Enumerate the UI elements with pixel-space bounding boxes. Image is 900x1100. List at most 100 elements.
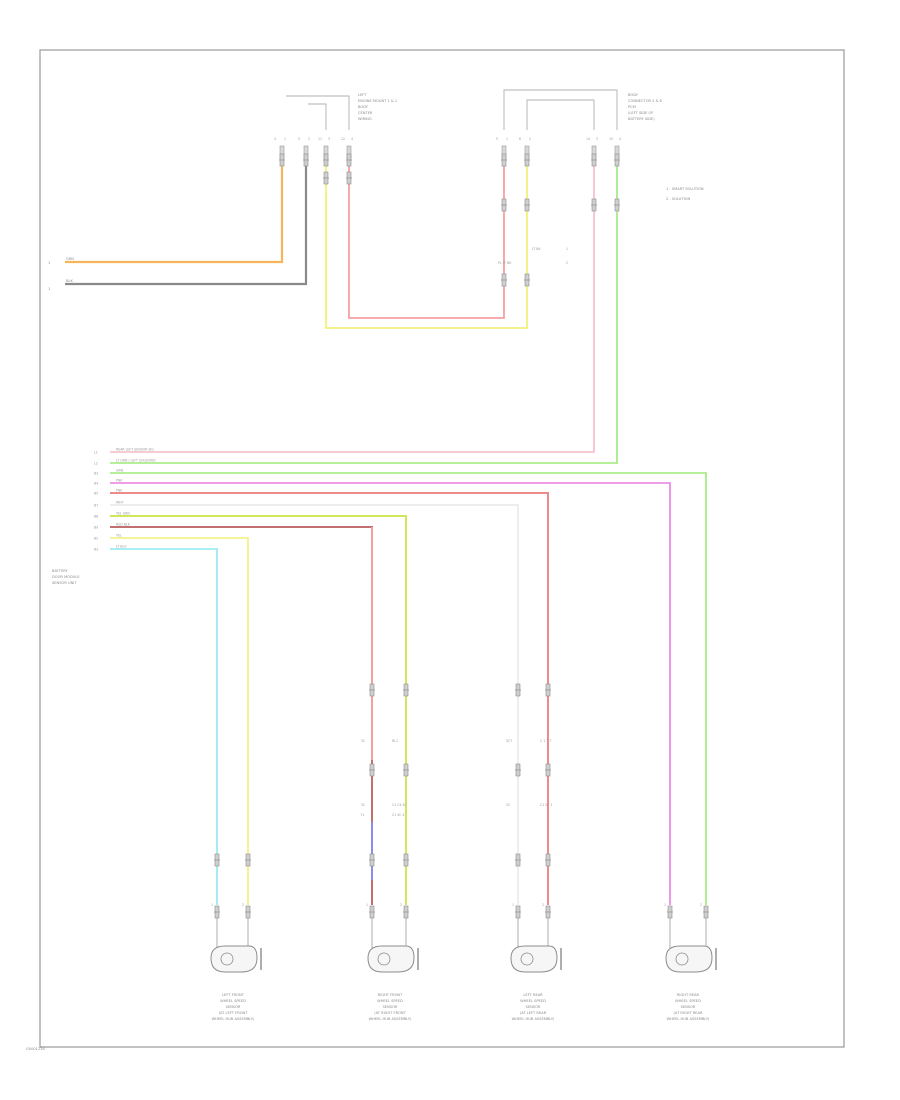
connector-pin-tag: 12: [341, 137, 345, 141]
sensor-label-line: LEFT REAR: [523, 993, 543, 997]
tag-rf-3: FL: [361, 813, 365, 817]
module-label-1: BATTERY: [52, 569, 69, 573]
sensor-label-line: WHEEL HUB ASSEMBLY): [512, 1017, 555, 1021]
wire-red-loop: [348, 152, 505, 319]
sensor-body: [665, 945, 713, 973]
sensor-pin-number: 1: [211, 903, 213, 907]
connector-pin-tag: 6: [519, 137, 521, 141]
tag-lf-1: 5C: [361, 739, 366, 743]
sensor-pin-number: 1: [366, 903, 368, 907]
legend-item-2: 2 - SOLUTION: [666, 197, 691, 201]
connector-pin-tag: 11: [318, 137, 322, 141]
wire-b3-green: [110, 472, 707, 905]
input-label-black: BLK: [66, 279, 73, 283]
sensor-label-line: WHEEL HUB ASSEMBLY): [212, 1017, 255, 1021]
input-marker-1: 1: [48, 261, 50, 265]
splice-tag-1: LT BK: [532, 247, 541, 251]
sensor-face: [520, 952, 534, 966]
sensor-pin-number: 2: [242, 903, 244, 907]
module-label-3: SENSOR UNIT: [52, 581, 77, 585]
sensor-label-line: WHEEL SPEED: [220, 999, 246, 1003]
module-pin-name: WHT: [116, 501, 124, 505]
sensor-label-line: SENSOR: [226, 1005, 241, 1009]
sensor-label-line: WHEEL HUB ASSEMBLY): [369, 1017, 412, 1021]
connector-label-line: WIRING: [358, 117, 372, 121]
sensor-face: [220, 952, 234, 966]
module-pin-name: REAR LEFT SENSOR SIG: [116, 448, 154, 452]
wire-orange: [65, 152, 284, 264]
module-pin-number: B7: [94, 504, 98, 508]
connector-label-line: CENTER: [358, 111, 373, 115]
mid-tags: 5C RL1 5C C1 C4 4C FL C1 4C 4 5CT C 1 T …: [361, 739, 553, 817]
module-pin-name: YEL GRN: [116, 512, 130, 516]
connector-label-line: ENGINE MOUNT 1 & 1: [358, 99, 397, 103]
module-pin-name: PNK: [116, 479, 123, 483]
sensor-face: [377, 952, 391, 966]
wire-yellow-loop: [325, 152, 528, 329]
splice-tag-2: PL LT BK: [498, 261, 512, 265]
sensor-pin-number: 1: [664, 903, 666, 907]
wire-b7-white: [110, 504, 519, 905]
diagram-frame: [39, 49, 845, 1048]
tag-rr-2: C 1 T T: [540, 739, 551, 743]
connector-pin-number: 2: [529, 137, 531, 141]
wire-b5-red: [110, 492, 549, 905]
tag-rr-3: 5C: [506, 803, 511, 807]
connector-pin-tag: 4: [274, 137, 276, 141]
connector-pin-tag: 14: [586, 137, 590, 141]
sensor-label-line: WHEEL SPEED: [675, 999, 701, 1003]
wire-gray: [65, 152, 308, 286]
module-pin-number: B3: [94, 548, 98, 552]
connector-pin-number: 3: [596, 137, 598, 141]
module-pin-name: LT BLU: [116, 545, 127, 549]
sensor-label-line: SENSOR: [526, 1005, 541, 1009]
module-pin-number: B5: [94, 492, 98, 496]
wire-b3-cyan: [110, 548, 218, 905]
tag-lf-2: RL1: [392, 739, 398, 743]
module-pin-number: L1: [94, 451, 98, 455]
sensor-label-line: (AT RIGHT FRONT: [374, 1011, 406, 1015]
tag-rr-4: C1 5C 1: [540, 803, 553, 807]
connector-pin-number: 4: [619, 137, 621, 141]
connector-pin-number: 1: [284, 137, 286, 141]
sensor-label-line: (AT LEFT FRONT: [219, 1011, 249, 1015]
sensor-label-line: RIGHT FRONT: [378, 993, 403, 997]
sensor-label-line: SENSOR: [681, 1005, 696, 1009]
module-pin-name: RED BLK: [116, 523, 131, 527]
splice-tag: LT BK PL LT BK 1 2: [498, 247, 568, 265]
tag-rf-2: C1 C4 4C: [392, 803, 408, 807]
tag-rr-1: 5CT: [506, 739, 512, 743]
input-label-green: GRN: [66, 257, 74, 261]
splice-tag-2-num: 2: [566, 261, 568, 265]
module-label: BATTERY DOOR MODULE SENSOR UNIT: [52, 569, 80, 585]
connector-pin-tag: 5: [496, 137, 498, 141]
connector-pin-tag: 15: [609, 137, 613, 141]
connector-label-line: BATTERY SIDE): [628, 117, 655, 121]
sensor-label-line: WHEEL SPEED: [520, 999, 546, 1003]
connector-pin-number: 1: [506, 137, 508, 141]
footer-code: G0001234: [26, 1047, 46, 1051]
module-pin-number: B3: [94, 472, 98, 476]
module-pin-name: PNK: [116, 489, 123, 493]
wire-b2-yellow: [110, 537, 249, 905]
module-pin-number: B9: [94, 526, 98, 530]
connector-pin-number: 2: [308, 137, 310, 141]
sensor-pin-number: 2: [542, 903, 544, 907]
connector-label-line: BODY: [358, 105, 369, 109]
connector-pin-number: 4: [351, 137, 353, 141]
inline-connectors: [214, 153, 709, 919]
sensor-label-line: SENSOR: [383, 1005, 398, 1009]
module-label-2: DOOR MODULE: [52, 575, 80, 579]
tag-rf-1: 5C: [361, 803, 366, 807]
sensor-label-line: LEFT FRONT: [222, 993, 245, 997]
wire-b8-yellowgreen: [110, 515, 407, 905]
splice-tag-1-num: 1: [566, 247, 568, 251]
connector-label-line: PCM: [628, 105, 636, 109]
connector-label-line: CONNECTOR 2 & 6: [628, 99, 663, 103]
